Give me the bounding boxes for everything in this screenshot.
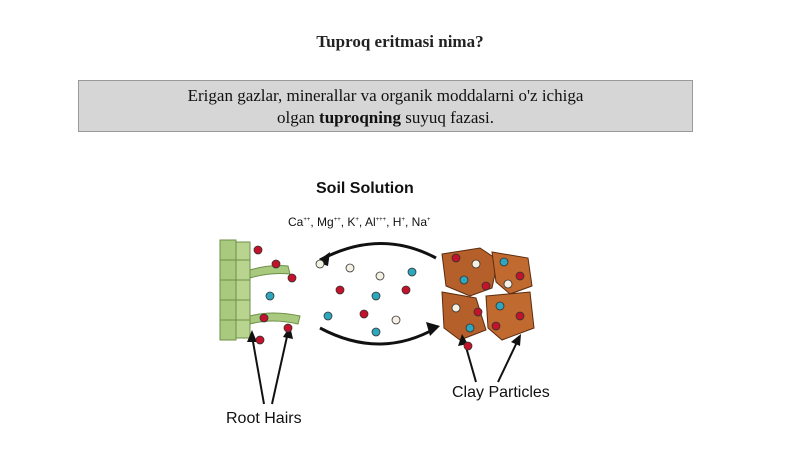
ion-dot <box>481 281 491 291</box>
ion-dot <box>451 253 461 263</box>
diagram-title: Soil Solution <box>316 180 414 197</box>
root-arrow-2 <box>271 331 289 405</box>
ion-dot <box>271 259 281 269</box>
ion-dot <box>255 335 265 345</box>
ion-h: H+ <box>392 215 405 229</box>
ion-dot <box>259 313 269 323</box>
ion-dot <box>371 327 381 337</box>
ion-dot <box>491 321 501 331</box>
ion-dot <box>459 275 469 285</box>
ion-k: K+ <box>347 215 359 229</box>
ion-dot <box>499 257 509 267</box>
ion-mg: Mg++ <box>317 215 341 229</box>
ion-al: Al+++ <box>364 215 387 229</box>
ion-dot <box>495 301 505 311</box>
ion-dot <box>359 309 369 319</box>
ion-dot <box>315 259 325 269</box>
ion-dot <box>471 259 481 269</box>
definition-line1: Erigan gazlar, minerallar va organik mod… <box>187 86 584 105</box>
ion-na: Na+ <box>411 215 431 229</box>
ion-dot <box>503 279 513 289</box>
clay-arrow-2 <box>497 339 519 383</box>
ion-list: Ca++, Mg++, K+, Al+++, H+, Na+ <box>288 215 431 229</box>
ion-dots <box>253 245 525 351</box>
clay-particles-label: Clay Particles <box>452 384 550 401</box>
ion-dot <box>407 267 417 277</box>
ion-dot <box>265 291 275 301</box>
ion-dot <box>401 285 411 295</box>
ion-dot <box>323 311 333 321</box>
root-arrow-1 <box>251 335 265 405</box>
root-hairs-label: Root Hairs <box>226 410 302 427</box>
ion-dot <box>515 271 525 281</box>
slide-title: Tuproq eritmasi nima? <box>316 32 484 51</box>
ion-dot <box>371 291 381 301</box>
ion-dot <box>345 263 355 273</box>
ion-dot <box>253 245 263 255</box>
ion-dot <box>465 323 475 333</box>
definition-pre: olgan <box>277 108 315 127</box>
definition-bold-word: tuproqning <box>319 108 401 127</box>
upper-exchange-arrow <box>319 242 437 262</box>
lower-exchange-arrow <box>319 326 437 346</box>
ion-dot <box>463 341 473 351</box>
diagram-illustration <box>219 239 535 405</box>
ion-ca: Ca++ <box>288 215 311 229</box>
ion-dot <box>473 307 483 317</box>
ion-dot <box>391 315 401 325</box>
root-hair-drawing <box>219 239 301 341</box>
ion-dot <box>283 323 293 333</box>
soil-solution-diagram: Soil Solution Ca++, Mg++, K+, Al+++, H+,… <box>180 168 620 438</box>
definition-post: suyuq fazasi. <box>405 108 494 127</box>
ion-dot <box>515 311 525 321</box>
ion-dot <box>287 273 297 283</box>
ion-dot <box>451 303 461 313</box>
definition-box: Erigan gazlar, minerallar va organik mod… <box>78 80 693 132</box>
ion-dot <box>375 271 385 281</box>
ion-dot <box>335 285 345 295</box>
